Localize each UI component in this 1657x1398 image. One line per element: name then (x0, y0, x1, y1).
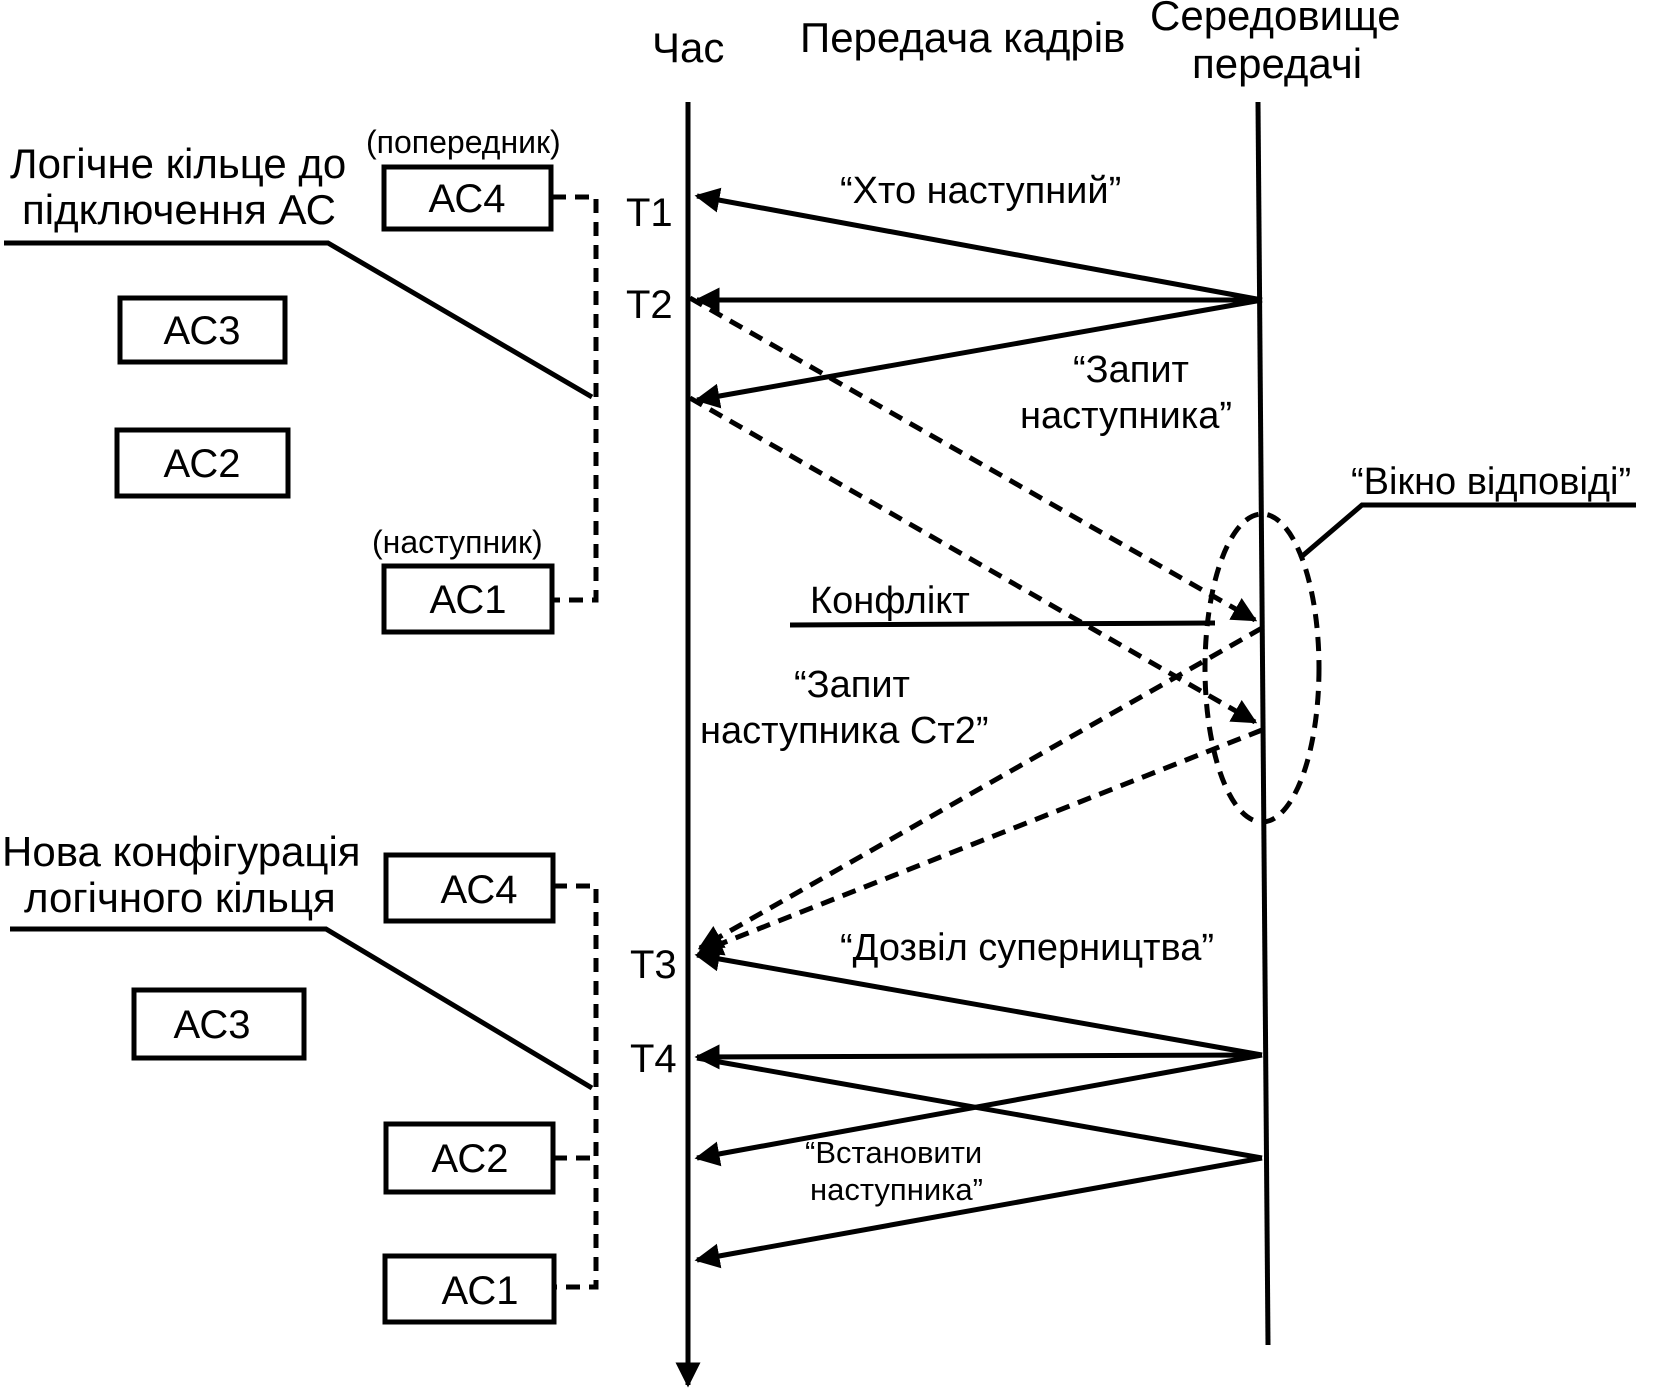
station-box-after-ac1: АС1 (382, 1253, 557, 1325)
medium-axis (1255, 101, 1271, 1346)
msg-set-successor-line2: наступника” (810, 1172, 983, 1207)
ring-after-leader-line (10, 926, 594, 1091)
msg-successor-request-line1: “Запит (1073, 349, 1189, 391)
msg-request2-line1: “Запит (794, 664, 910, 706)
station-label: АС2 (432, 1137, 509, 1181)
ring-after-label-line2: логічного кільця (24, 874, 336, 921)
dashed-return-1 (697, 625, 1264, 951)
msg-conflict: Конфлікт (810, 580, 970, 622)
msg-successor-request-line2: наступника” (1020, 395, 1232, 437)
time-mark-t1: T1 (626, 191, 673, 235)
arrow-medium-to-t45 (694, 1052, 1263, 1167)
arrow-successor-request (694, 297, 1263, 409)
arrow-t4-horizontal (694, 1044, 1263, 1070)
successor-note: (наступник) (372, 524, 543, 560)
ring-before-label-line1: Логічне кільце до (10, 140, 346, 187)
predecessor-note: (попередник) (366, 124, 561, 160)
station-label: АС3 (164, 309, 241, 353)
arrow-contention-permit (694, 946, 1263, 1058)
header-time: Час (652, 24, 724, 71)
msg-who-next: “Хто наступний” (840, 170, 1121, 212)
station-label: АС2 (164, 442, 241, 486)
time-mark-t4: T4 (630, 1037, 677, 1081)
header-medium-line1: Середовище (1150, 0, 1401, 39)
dashed-request-1 (688, 295, 1258, 623)
ring-before-leader-line (4, 240, 594, 400)
station-box-after-ac2: АС2 (383, 1121, 556, 1195)
ring-after-dashed-link (553, 883, 599, 1290)
time-mark-t2: T2 (626, 283, 673, 327)
station-box-after-ac3: АС3 (131, 987, 307, 1061)
arrow-who-next (694, 187, 1263, 303)
ring-after-label-line1: Нова конфігурація (2, 828, 361, 875)
station-box-before-ac3: АС3 (117, 295, 288, 365)
response-window-ellipse (1202, 511, 1322, 825)
station-box-before-ac1: АС1 (381, 563, 555, 635)
conflict-leader (789, 620, 1216, 628)
station-box-before-ac4: АС4 (381, 164, 554, 232)
station-label: АС4 (441, 868, 518, 912)
msg-set-successor-line1: “Встановити (805, 1135, 982, 1170)
station-box-after-ac4: АС4 (383, 852, 556, 924)
station-label: АС1 (442, 1269, 519, 1313)
msg-contention-permit: “Дозвіл суперництва” (840, 927, 1214, 969)
arrow-set-successor (694, 1155, 1263, 1269)
msg-request2-line2: наступника Ст2” (700, 710, 989, 752)
dashed-request-2 (688, 395, 1258, 725)
header-frame-transfer: Передача кадрів (800, 14, 1125, 61)
time-mark-t3: T3 (630, 943, 677, 987)
station-label: АС3 (174, 1003, 251, 1047)
station-label: АС4 (429, 177, 506, 221)
response-window-leader (1298, 502, 1636, 560)
ring-before-label-line2: підключення АС (22, 186, 336, 233)
ring-before-dashed-link (552, 194, 599, 603)
dashed-return-2 (697, 727, 1263, 956)
msg-response-window: “Вікно відповіді” (1351, 461, 1631, 503)
station-label: АС1 (430, 578, 507, 622)
station-box-before-ac2: АС2 (114, 427, 291, 499)
header-medium-line2: передачі (1192, 40, 1362, 87)
